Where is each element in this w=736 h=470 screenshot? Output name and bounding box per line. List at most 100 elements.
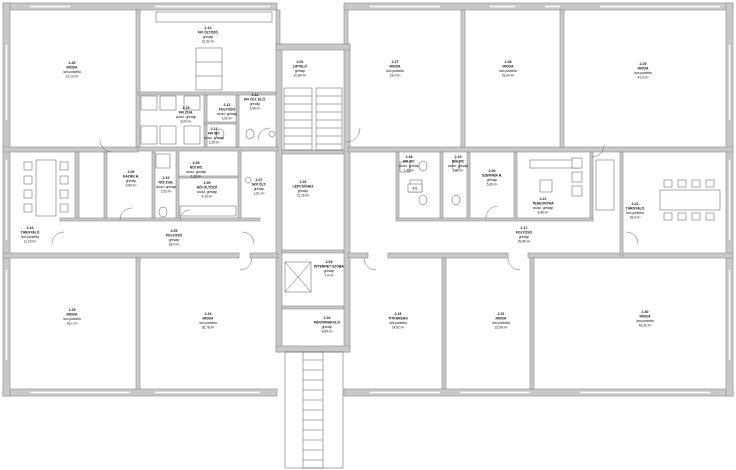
- svg-text:IRODA: IRODA: [640, 315, 651, 319]
- svg-text:2.22: 2.22: [632, 202, 639, 206]
- svg-text:1,61 m²: 1,61 m²: [254, 192, 265, 196]
- svg-text:lam.parketta: lam.parketta: [199, 321, 217, 325]
- svg-text:3,90 m²: 3,90 m²: [250, 107, 261, 111]
- interior-walls: [2, 9, 734, 390]
- svg-text:LIFTELŐ: LIFTELŐ: [293, 64, 307, 69]
- svg-text:2.30: 2.30: [642, 310, 649, 314]
- svg-text:33,1 m²: 33,1 m²: [67, 322, 78, 326]
- room-2-19: 2.19 NŐI WC csúsz. greslap 1,92 m²: [448, 155, 469, 173]
- svg-text:21,28 m²: 21,28 m²: [297, 194, 310, 198]
- svg-text:lam.parketta: lam.parketta: [63, 317, 81, 321]
- svg-text:2.29: 2.29: [640, 62, 647, 66]
- room-2-29: 2.29 IRODA lam.parketta 41,3 m²: [634, 62, 652, 80]
- svg-text:TÁRGYALÓ: TÁRGYALÓ: [21, 230, 40, 235]
- svg-text:greslap: greslap: [298, 189, 309, 193]
- room-2-03: 2.03 INTERNET SZOBA greslap 7,4 m²: [314, 260, 344, 278]
- svg-text:lam.parketta: lam.parketta: [386, 69, 404, 73]
- svg-text:9,60 m²: 9,60 m²: [126, 184, 137, 188]
- room-2-31: 2.31 IRODA lam.parketta 23,68 m²: [492, 312, 510, 330]
- svg-text:2.01: 2.01: [297, 60, 304, 64]
- room-2-04: 2.04 PÉNYPRAKOLÓ greslap 8,89 m²: [314, 316, 341, 334]
- svg-text:FFI ÖLT. ELŐ.: FFI ÖLT. ELŐ.: [244, 97, 266, 102]
- svg-text:FOLYOSÓ: FOLYOSÓ: [166, 233, 183, 238]
- room-2-05: 2.05 FOLYOSÓ greslap 18,4 m²: [166, 229, 183, 247]
- svg-text:18,3 m²: 18,3 m²: [630, 216, 641, 220]
- svg-text:lam.parketta: lam.parketta: [21, 235, 39, 239]
- svg-text:2.26: 2.26: [69, 61, 76, 65]
- svg-text:23,0 m²: 23,0 m²: [390, 74, 401, 78]
- svg-text:greslap: greslap: [169, 238, 180, 242]
- svg-text:IRODA: IRODA: [496, 317, 507, 321]
- svg-text:NŐI WC: NŐI WC: [452, 159, 465, 164]
- svg-text:greslap: greslap: [254, 187, 265, 191]
- svg-text:1,92 m²: 1,92 m²: [453, 169, 464, 173]
- doors: [51, 127, 639, 271]
- room-2-10: 2.10 NŐI ZUH. csúsz. greslap 2,52 m²: [156, 176, 177, 194]
- svg-text:csúsz. greslap: csúsz. greslap: [204, 136, 225, 140]
- svg-text:csúsz. greslap: csúsz. greslap: [197, 190, 218, 194]
- svg-text:1,46 m²: 1,46 m²: [404, 169, 415, 173]
- windows: [5, 5, 731, 394]
- svg-text:2,92 m²: 2,92 m²: [222, 117, 233, 121]
- svg-text:2.25: 2.25: [69, 308, 76, 312]
- outer-walls: [2, 2, 734, 397]
- svg-text:7,4 m²: 7,4 m²: [324, 274, 333, 278]
- svg-text:csúsz. greslap: csúsz. greslap: [186, 170, 207, 174]
- svg-text:FFI WC: FFI WC: [208, 132, 220, 136]
- svg-text:21,32 m²: 21,32 m²: [202, 40, 215, 44]
- svg-text:csúsz. greslap: csúsz. greslap: [156, 185, 177, 189]
- svg-text:NŐI ZUH.: NŐI ZUH.: [159, 180, 174, 185]
- svg-text:IRODA: IRODA: [67, 66, 78, 70]
- svg-text:10,89 m²: 10,89 m²: [294, 74, 307, 78]
- svg-text:csúsz. greslap: csúsz. greslap: [533, 206, 554, 210]
- svg-text:IRODA: IRODA: [638, 67, 649, 71]
- svg-text:FFI ZUH.: FFI ZUH.: [179, 111, 193, 115]
- svg-text:2.06: 2.06: [128, 170, 135, 174]
- svg-text:2.11: 2.11: [252, 93, 259, 97]
- svg-text:PÉNYPRAKOLÓ: PÉNYPRAKOLÓ: [314, 320, 341, 325]
- svg-text:INTERNET SZOBA: INTERNET SZOBA: [314, 265, 344, 269]
- svg-text:41,3 m²: 41,3 m²: [638, 76, 649, 80]
- svg-text:lam.parketta: lam.parketta: [389, 321, 407, 325]
- svg-text:2.03: 2.03: [326, 260, 333, 264]
- room-2-23: 2.23 TITKÁRSÁG lam.parketta 24,92 m²: [388, 312, 408, 330]
- svg-text:csúsz. greslap: csúsz. greslap: [448, 164, 469, 168]
- room-2-01: 2.01 LIFTELŐ greslap 10,89 m²: [293, 60, 307, 78]
- svg-text:2.02: 2.02: [300, 180, 307, 184]
- room-2-27: 2.27 IRODA lam.parketta 23,0 m²: [386, 60, 404, 78]
- svg-text:greslap: greslap: [324, 269, 335, 273]
- svg-text:lam.parketta: lam.parketta: [63, 70, 81, 74]
- room-2-25: 2.25 IRODA lam.parketta 33,1 m²: [63, 308, 81, 326]
- svg-text:8,96 m²: 8,96 m²: [538, 211, 549, 215]
- svg-text:FOLYOSÓ: FOLYOSÓ: [219, 107, 236, 112]
- svg-text:39,85 m²: 39,85 m²: [518, 240, 531, 244]
- fixtures: 421: [23, 11, 721, 221]
- svg-text:2.27: 2.27: [392, 60, 399, 64]
- svg-text:29,94 m²: 29,94 m²: [502, 74, 515, 78]
- svg-text:greslap: greslap: [250, 102, 261, 106]
- svg-text:NŐI WC: NŐI WC: [190, 165, 203, 170]
- svg-text:KAZÁN H.: KAZÁN H.: [123, 174, 139, 179]
- svg-text:2.04: 2.04: [324, 316, 331, 320]
- room-2-09: 2.09 NŐI ÖLTÖZŐ csúsz. greslap 4,16 m²: [197, 181, 218, 199]
- room-2-13: 2.13 FFI WC csúsz. greslap 1,25 m²: [204, 127, 225, 145]
- room-2-18: 2.18 FFI WC csúsz. greslap 1,46 m²: [399, 155, 420, 173]
- svg-text:1,33 m²: 1,33 m²: [191, 175, 202, 179]
- room-2-26: 2.26 IRODA lam.parketta 21,13 m²: [63, 61, 81, 79]
- svg-text:greslap: greslap: [322, 325, 333, 329]
- svg-text:6,60 m²: 6,60 m²: [181, 120, 192, 124]
- svg-text:2.15: 2.15: [183, 106, 190, 110]
- svg-text:2.12: 2.12: [224, 103, 231, 107]
- svg-text:2.09: 2.09: [204, 181, 211, 185]
- svg-text:11,23 m²: 11,23 m²: [24, 240, 36, 244]
- svg-text:18,4 m²: 18,4 m²: [169, 243, 180, 247]
- svg-text:lam.parketta: lam.parketta: [626, 211, 644, 215]
- svg-text:2.19: 2.19: [455, 155, 462, 159]
- svg-text:IRODA: IRODA: [503, 65, 514, 69]
- server-rack-label: 421: [412, 187, 418, 191]
- room-2-21: 2.21 TEAKONYHA csúsz. greslap 8,96 m²: [532, 197, 554, 215]
- room-2-14: 2.14 FFI ÖLTÖZŐ greslap 21,32 m²: [198, 26, 218, 44]
- svg-text:2.18: 2.18: [406, 155, 413, 159]
- svg-text:2.05: 2.05: [171, 229, 178, 233]
- svg-text:2.14: 2.14: [205, 26, 212, 30]
